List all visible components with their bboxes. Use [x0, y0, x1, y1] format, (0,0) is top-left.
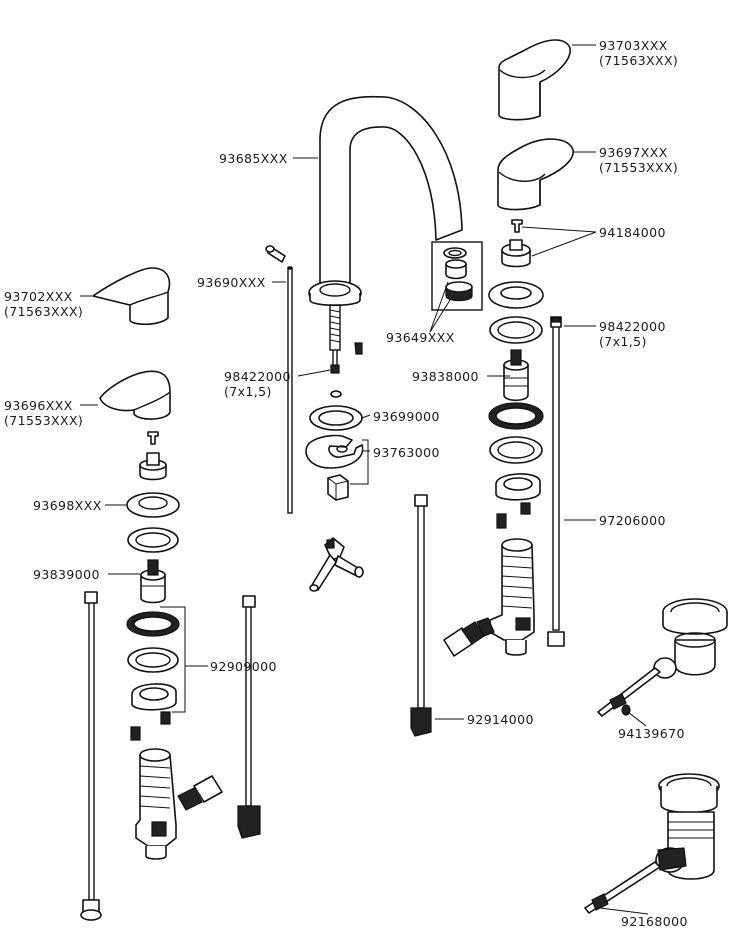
part-alt-code: (7x1,5)	[599, 334, 647, 349]
part-code: 93702XXX	[4, 289, 73, 304]
part-code: 98422000	[224, 369, 291, 384]
part-code: 93697XXX	[599, 145, 668, 160]
mounting-hardware	[305, 390, 364, 501]
hose-97206	[547, 316, 565, 647]
right-handle-93697	[497, 138, 574, 211]
label-97206: 97206000	[599, 513, 666, 528]
label-98422-mid: 98422000 (7x1,5)	[224, 369, 291, 399]
drain-94139670	[597, 598, 728, 717]
drain-92168000	[584, 773, 720, 914]
part-code: 93698XXX	[33, 498, 102, 513]
label-93696: 93696XXX (71553XXX)	[4, 398, 83, 428]
part-alt-code: (71563XXX)	[599, 53, 679, 68]
spout-part	[308, 95, 463, 374]
spout-connector	[309, 537, 364, 592]
label-92914: 92914000	[467, 712, 534, 727]
label-92909: 92909000	[210, 659, 277, 674]
hose-92914	[410, 494, 432, 737]
label-93685: 93685XXX	[219, 151, 288, 166]
part-code: 92914000	[467, 712, 534, 727]
label-93839: 93839000	[33, 567, 100, 582]
right-handle-93703	[498, 39, 571, 121]
part-code: 93699000	[373, 409, 440, 424]
part-alt-code: (71563XXX)	[4, 304, 84, 319]
part-code: 94139670	[618, 726, 685, 741]
label-93697: 93697XXX (71553XXX)	[599, 145, 678, 175]
part-code: 93649XXX	[386, 330, 455, 345]
part-alt-code: (7x1,5)	[224, 384, 272, 399]
part-code: 93703XXX	[599, 38, 668, 53]
part-code: 93690XXX	[197, 275, 266, 290]
part-code: 93838000	[412, 369, 479, 384]
label-94184: 94184000	[599, 225, 666, 240]
right-valve-body	[443, 538, 535, 657]
part-code: 93839000	[33, 567, 100, 582]
part-code: 93696XXX	[4, 398, 73, 413]
lift-rod-part	[265, 245, 293, 514]
right-valve-stack	[488, 219, 544, 529]
part-code: 93685XXX	[219, 151, 288, 166]
hose-left	[80, 591, 102, 921]
aerator-part	[431, 241, 483, 311]
part-code: 97206000	[599, 513, 666, 528]
part-code: 98422000	[599, 319, 666, 334]
label-94139670: 94139670	[618, 726, 685, 741]
label-93763: 93763000	[373, 445, 440, 460]
label-93698: 93698XXX	[33, 498, 102, 513]
part-code: 92909000	[210, 659, 277, 674]
hose-92909	[237, 595, 261, 839]
left-valve-body	[135, 748, 223, 860]
label-93702: 93702XXX (71563XXX)	[4, 289, 83, 319]
label-93703: 93703XXX (71563XXX)	[599, 38, 678, 68]
part-code: 94184000	[599, 225, 666, 240]
part-alt-code: (71553XXX)	[599, 160, 679, 175]
part-alt-code: (71553XXX)	[4, 413, 84, 428]
left-handle-93702	[92, 267, 171, 326]
part-code: 92168000	[621, 914, 688, 929]
label-93699: 93699000	[373, 409, 440, 424]
leader-lines	[80, 44, 649, 915]
label-98422-right: 98422000 (7x1,5)	[599, 319, 666, 349]
label-92168000: 92168000	[621, 914, 688, 929]
label-93649: 93649XXX	[386, 330, 455, 345]
part-code: 93763000	[373, 445, 440, 460]
left-valve-stack	[126, 431, 180, 741]
left-handle-93696	[99, 370, 171, 420]
label-93690: 93690XXX	[197, 275, 266, 290]
label-93838: 93838000	[412, 369, 479, 384]
